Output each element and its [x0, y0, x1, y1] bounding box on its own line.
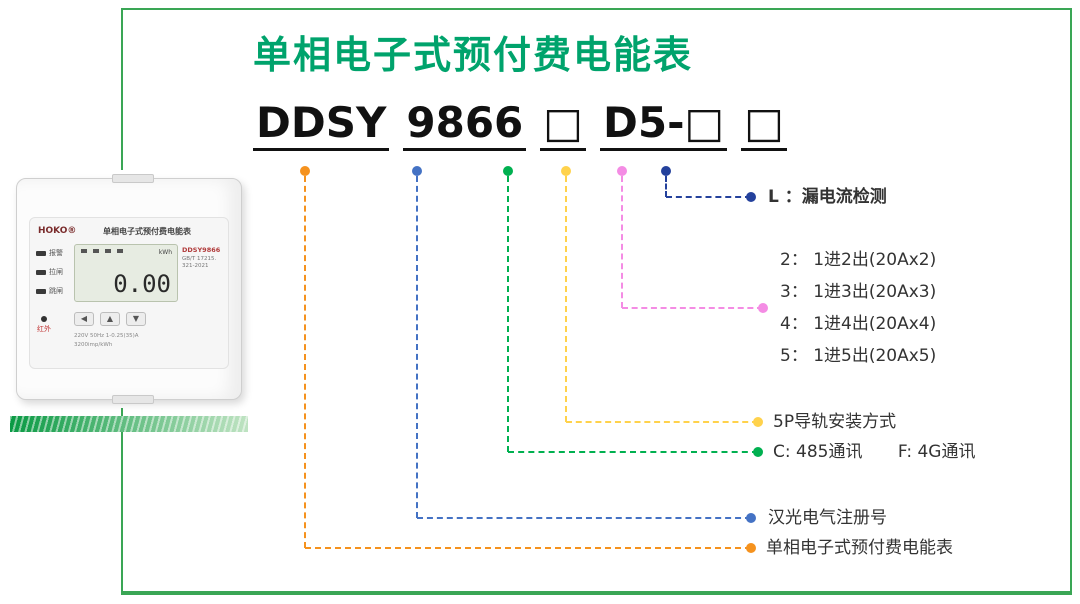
led-icon [36, 288, 46, 294]
output-option-4: 4： 1进4出(20Ax4) [780, 314, 937, 334]
down-arrow-button: ▼ [126, 312, 146, 326]
connector-mounting-horizontal [566, 421, 758, 423]
dot-leakage-end [746, 192, 756, 202]
page-title: 单相电子式预付费电能表 [253, 33, 694, 77]
dot-registration-source [412, 166, 422, 176]
up-arrow-button: ▲ [100, 312, 120, 326]
label-comm-options: C: 485通讯 F: 4G通讯 [773, 441, 975, 463]
led-icon [36, 269, 46, 275]
connector-registration-horizontal [417, 517, 751, 519]
indicator-column: 报警 拉闸 跳闸 [36, 248, 63, 305]
dot-mounting-source [561, 166, 571, 176]
dot-outputs-end [758, 303, 768, 313]
connector-registration-vertical [416, 176, 418, 518]
model-segment-series: DDSY [253, 98, 390, 151]
output-option-5: 5： 1进5出(20Ax5) [780, 346, 937, 366]
infrared-port: 红外 [34, 316, 54, 334]
connector-outputs-horizontal [622, 307, 763, 309]
indicator-label: 拉闸 [49, 268, 63, 276]
meter-panel-title: 单相电子式预付费电能表 [103, 227, 191, 236]
green-accent-bar [10, 416, 248, 432]
indicator-trip: 跳闸 [36, 286, 63, 296]
model-segment-mounting: D5-□ [599, 98, 728, 151]
infrared-port-icon [41, 316, 47, 322]
indicator-label: 报警 [49, 249, 63, 257]
meter-body: HOKO® 单相电子式预付费电能表 报警 拉闸 跳闸 kWh 0.00 DDSY… [16, 174, 242, 404]
meter-model-text: DDSY9866 [182, 246, 221, 254]
label-leakage-detection: L ：漏电流检测 [768, 187, 887, 207]
connector-product-horizontal [305, 547, 751, 549]
indicator-switch-off: 拉闸 [36, 267, 63, 277]
led-icon [36, 250, 46, 256]
left-arrow-button: ◀ [74, 312, 94, 326]
meter-spec-text: 220V 50Hz 1-0.25(35)A 3200imp/kWh [74, 332, 139, 350]
lcd-unit: kWh [158, 249, 172, 256]
output-option-2: 2： 1进2出(20Ax2) [780, 250, 937, 270]
model-segment-code: 9866 [403, 98, 527, 151]
indicator-label: 跳闸 [49, 287, 63, 295]
label-output-options: 2： 1进2出(20Ax2) 3： 1进3出(20Ax3) 4： 1进4出(20… [780, 244, 936, 372]
connector-comm-horizontal [508, 451, 758, 453]
din-clip-bottom [112, 395, 154, 404]
dot-product-source [300, 166, 310, 176]
spec-line-2: 3200imp/kWh [74, 341, 113, 348]
dot-comm-source [503, 166, 513, 176]
connector-outputs-vertical [621, 176, 623, 308]
output-option-3: 3： 1进3出(20Ax3) [780, 282, 937, 302]
connector-mounting-vertical [565, 176, 567, 422]
lcd-display: kWh 0.00 [74, 244, 178, 302]
brand-logo: HOKO® [38, 226, 77, 236]
dot-registration-end [746, 513, 756, 523]
connector-leakage-horizontal [666, 196, 751, 198]
dot-product-end [746, 543, 756, 553]
lcd-reading: 0.00 [113, 270, 171, 298]
meter-standard-text: GB/T 17215. 321-2021 [182, 256, 217, 270]
dot-comm-end [753, 447, 763, 457]
meter-buttons: ◀ ▲ ▼ [74, 312, 146, 326]
dot-leakage-source [661, 166, 671, 176]
connector-comm-vertical [507, 176, 509, 452]
label-registration-number: 汉光电气注册号 [768, 508, 887, 528]
comm-option-485: C: 485通讯 [773, 442, 863, 462]
infrared-label: 红外 [37, 325, 51, 333]
dot-mounting-end [753, 417, 763, 427]
din-clip-top [112, 174, 154, 183]
label-mounting-type: 5P导轨安装方式 [773, 412, 897, 432]
dot-outputs-source [617, 166, 627, 176]
connector-product-vertical [304, 176, 306, 548]
indicator-alarm: 报警 [36, 248, 63, 258]
label-product-name: 单相电子式预付费电能表 [766, 538, 953, 558]
connector-leakage-vertical [665, 176, 667, 197]
model-segment-comm-box: □ [540, 98, 586, 151]
meter-faceplate: HOKO® 单相电子式预付费电能表 报警 拉闸 跳闸 kWh 0.00 DDSY… [29, 217, 229, 369]
spec-line-1: 220V 50Hz 1-0.25(35)A [74, 333, 139, 339]
lcd-status-icons [81, 249, 123, 253]
comm-option-4g: F: 4G通讯 [897, 442, 976, 462]
model-segment-option-box: □ [741, 98, 787, 151]
meter-product-photo: HOKO® 单相电子式预付费电能表 报警 拉闸 跳闸 kWh 0.00 DDSY… [10, 170, 252, 408]
